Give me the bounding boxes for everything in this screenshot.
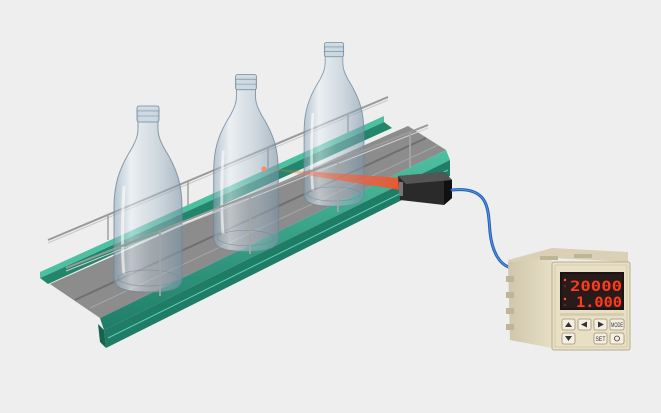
down-button[interactable]	[561, 332, 576, 345]
left-arrow-icon	[581, 321, 587, 328]
laser-beam	[262, 168, 402, 190]
front-guide-rail	[65, 124, 429, 296]
set-button[interactable]: SET	[593, 332, 608, 345]
enter-button[interactable]	[609, 332, 625, 345]
down-arrow-icon	[565, 336, 572, 341]
right-arrow-icon	[598, 321, 604, 328]
display-top-value: 20000	[570, 279, 622, 295]
display-bottom-value: 1.000	[576, 295, 622, 311]
bottle-2	[212, 73, 280, 253]
bottle-1	[112, 104, 184, 294]
mode-button-label: MODE	[611, 323, 623, 329]
controller: 20000 1.000 MODE	[506, 248, 631, 351]
mode-button[interactable]: MODE	[609, 318, 625, 331]
right-button[interactable]	[593, 318, 608, 331]
left-button[interactable]	[577, 318, 592, 331]
up-arrow-icon	[565, 322, 572, 327]
controller-buttons: MODE SET	[561, 318, 625, 345]
laser-spot	[261, 166, 267, 172]
up-button[interactable]	[561, 318, 576, 331]
sensor-cable	[450, 188, 514, 270]
distance-sensor	[398, 172, 452, 205]
enter-icon	[614, 335, 620, 342]
set-button-label: SET	[596, 337, 606, 343]
mounting-clips	[506, 254, 592, 330]
